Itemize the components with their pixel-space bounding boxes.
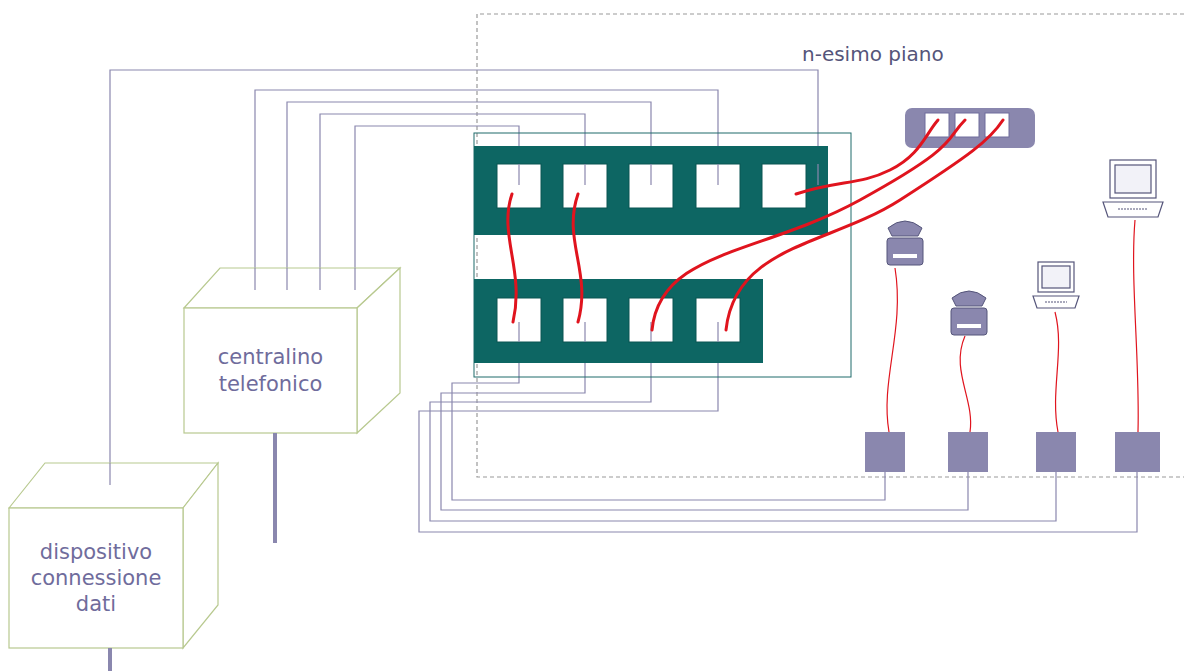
- device-box: dispositivo connessione dati: [9, 508, 183, 648]
- floor-label: n-esimo piano: [800, 42, 946, 66]
- floor-boundary: [477, 14, 1184, 477]
- laptop-icon: [1103, 160, 1163, 217]
- box-label: centralino telefonico: [190, 344, 351, 397]
- device-cords: [887, 220, 1138, 432]
- backbone-wires: [255, 268, 355, 290]
- laptop-icon: [1033, 262, 1079, 308]
- patch-cords: [508, 120, 1003, 330]
- backbone-wires: [109, 463, 110, 485]
- network-switch: [905, 108, 1035, 148]
- patch-panel: [474, 133, 851, 377]
- telephone-icon: [951, 291, 987, 335]
- box-label: dispositivo connessione dati: [15, 539, 177, 618]
- backbone-wires: [110, 70, 1137, 532]
- data-device-cube: [9, 463, 218, 648]
- wall-outlets: [865, 432, 1160, 472]
- trunk-line: [273, 433, 277, 543]
- exchange-cube: [184, 268, 400, 433]
- trunk-line: [108, 648, 112, 671]
- telephone-icon: [887, 221, 923, 265]
- device-box: centralino telefonico: [184, 308, 357, 433]
